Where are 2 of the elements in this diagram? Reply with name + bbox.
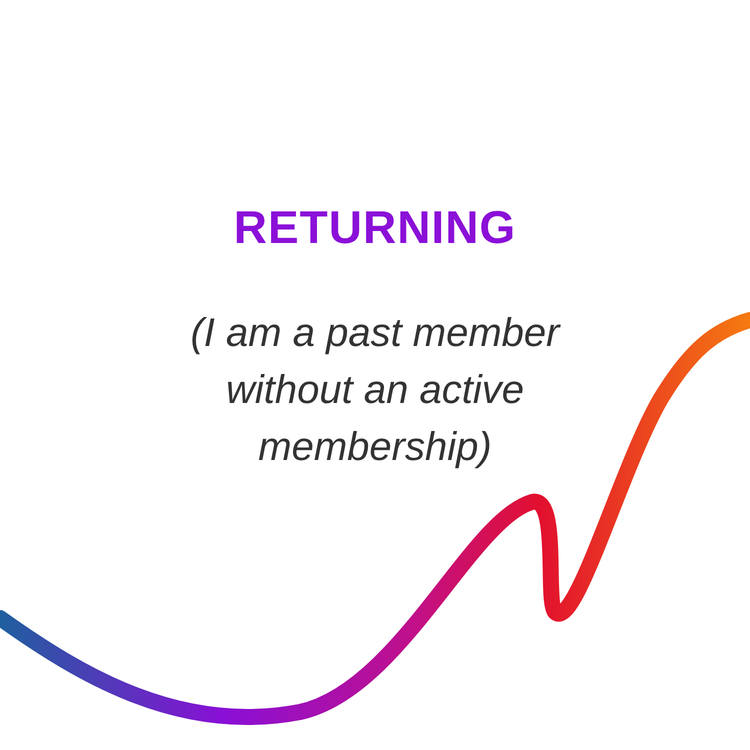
title: RETURNING <box>232 200 518 254</box>
description-text: (I am a past member without an active membership) <box>189 310 562 471</box>
